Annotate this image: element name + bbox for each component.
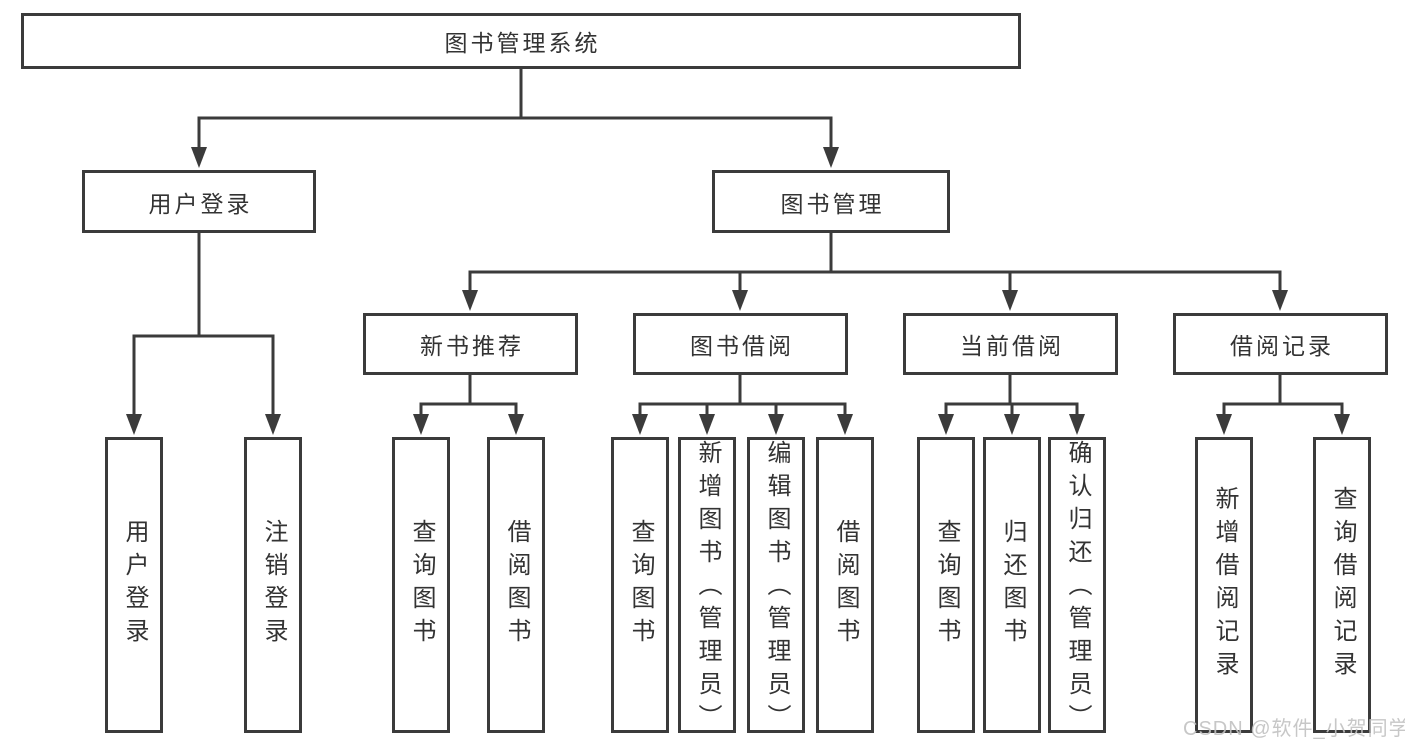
node-label: 借阅图书 (503, 519, 530, 651)
node-label: 用户登录 (121, 519, 148, 651)
leaf-borrow-book-recommend: 借阅图书 (487, 437, 545, 733)
node-label: 新增借阅记录 (1211, 486, 1238, 684)
node-label: 图书借阅 (690, 333, 794, 359)
node-label: 借阅记录 (1230, 333, 1334, 359)
leaf-borrow-book: 借阅图书 (816, 437, 874, 733)
arrowhead-down-icon (1216, 414, 1232, 435)
node-label: 查询图书 (408, 519, 435, 651)
node-current-borrow: 当前借阅 (903, 313, 1118, 375)
arrowhead-down-icon (1004, 414, 1020, 435)
node-label: 确认归还（管理员） (1064, 440, 1091, 737)
leaf-user-login: 用户登录 (105, 437, 163, 733)
node-book-borrow: 图书借阅 (633, 313, 848, 375)
arrowhead-down-icon (126, 414, 142, 435)
node-label: 当前借阅 (960, 333, 1064, 359)
leaf-add-book-admin: 新增图书（管理员） (678, 437, 736, 737)
node-label: 借阅图书 (832, 519, 859, 651)
arrowhead-down-icon (1334, 414, 1350, 435)
node-label: 归还图书 (999, 519, 1026, 651)
node-label: 新书推荐 (420, 333, 524, 359)
leaf-logout: 注销登录 (244, 437, 302, 733)
arrowhead-down-icon (1002, 290, 1018, 311)
leaf-query-book-borrow: 查询图书 (611, 437, 669, 733)
node-label: 图书管理系统 (444, 30, 601, 56)
arrowhead-down-icon (699, 414, 715, 435)
arrowhead-down-icon (1069, 414, 1085, 435)
arrowhead-down-icon (508, 414, 524, 435)
arrowhead-down-icon (462, 290, 478, 311)
arrowhead-down-icon (632, 414, 648, 435)
arrowhead-down-icon (191, 147, 207, 168)
node-library-management-system: 图书管理系统 (21, 13, 1021, 69)
leaf-add-borrow-record: 新增借阅记录 (1195, 437, 1253, 733)
arrowhead-down-icon (823, 147, 839, 168)
node-label: 编辑图书（管理员） (763, 440, 790, 737)
leaf-query-book-recommend: 查询图书 (392, 437, 450, 733)
arrowhead-down-icon (265, 414, 281, 435)
node-label: 图书管理 (780, 190, 885, 217)
node-label: 查询图书 (933, 519, 960, 651)
node-borrow-record: 借阅记录 (1173, 313, 1388, 375)
leaf-confirm-return-admin: 确认归还（管理员） (1048, 437, 1106, 737)
node-label: 查询图书 (627, 519, 654, 651)
leaf-query-book-current: 查询图书 (917, 437, 975, 733)
node-book-management: 图书管理 (712, 170, 950, 233)
node-new-book-recommend: 新书推荐 (363, 313, 578, 375)
node-label: 查询借阅记录 (1329, 486, 1356, 684)
leaf-edit-book-admin: 编辑图书（管理员） (747, 437, 805, 737)
arrowhead-down-icon (837, 414, 853, 435)
arrowhead-down-icon (1272, 290, 1288, 311)
arrowhead-down-icon (938, 414, 954, 435)
leaf-return-book: 归还图书 (983, 437, 1041, 733)
watermark-text: CSDN @软件_小贺同学 (1183, 718, 1405, 740)
arrowhead-down-icon (413, 414, 429, 435)
leaf-query-borrow-record: 查询借阅记录 (1313, 437, 1371, 733)
node-label: 新增图书（管理员） (694, 440, 721, 737)
node-label: 用户登录 (148, 190, 253, 217)
node-user-login: 用户登录 (82, 170, 316, 233)
arrowhead-down-icon (732, 290, 748, 311)
arrowhead-down-icon (768, 414, 784, 435)
node-label: 注销登录 (260, 519, 287, 651)
